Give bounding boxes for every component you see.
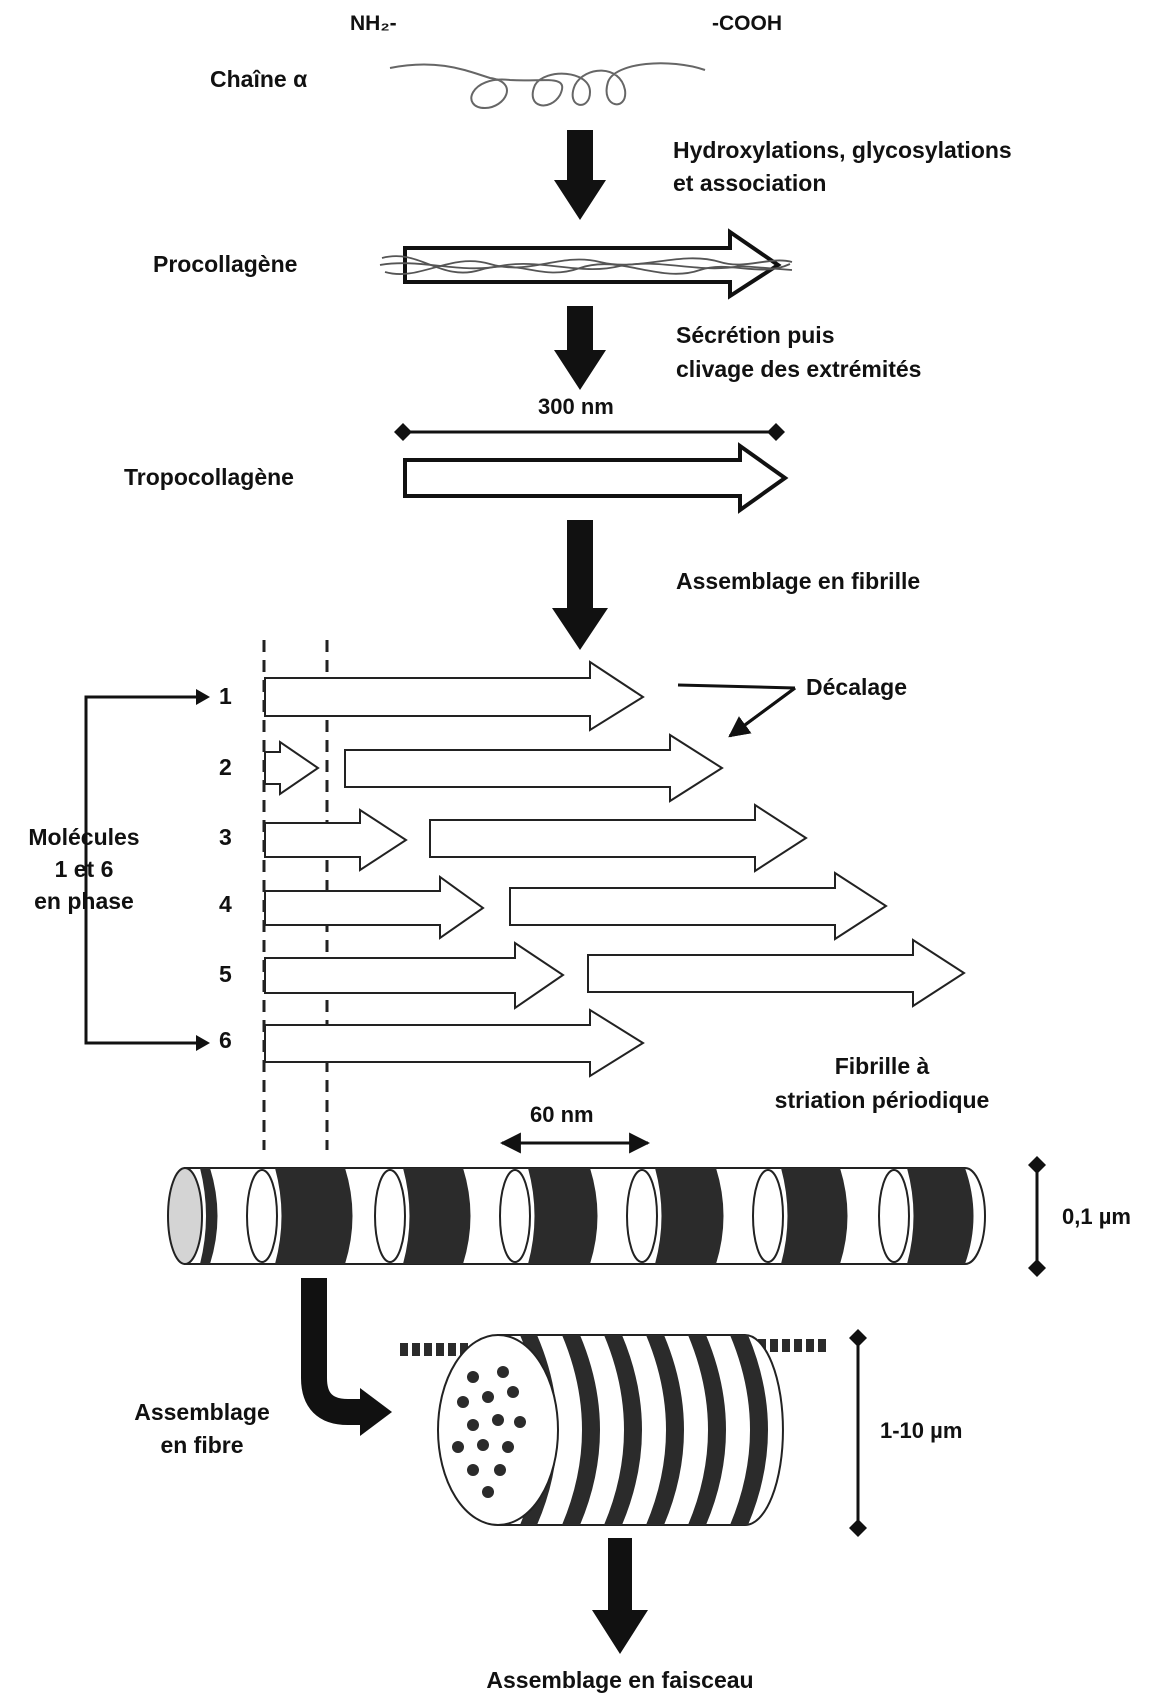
molecule-2b (344, 733, 724, 803)
row-number-5: 5 (219, 961, 232, 987)
offset-pointer-lower (728, 686, 796, 738)
nh2-label: NH₂- (350, 12, 397, 35)
row-number-2: 2 (219, 754, 232, 780)
molecule-2a (264, 740, 320, 796)
tropocollagen-label: Tropocollagène (124, 464, 294, 490)
diam-fibre-label: 1-10 µm (880, 1418, 962, 1443)
chain-alpha-label: Chaîne α (210, 66, 307, 92)
step3-label: Assemblage en fibrille (676, 568, 920, 594)
fibril-line1: Fibrille à (835, 1053, 930, 1079)
fibril-line2: striation périodique (775, 1087, 990, 1113)
row-number-4: 4 (219, 891, 232, 917)
molecule-6 (264, 1008, 645, 1078)
procollagen-arrow (379, 228, 793, 300)
molecules-line2: 1 et 6 (55, 856, 114, 882)
length-300-label: 300 nm (538, 394, 614, 419)
step2-line2: clivage des extrémités (676, 356, 921, 382)
molecule-4a (264, 875, 485, 940)
procollagen-label: Procollagène (153, 251, 297, 277)
step4-line2: en fibre (160, 1432, 243, 1458)
molecules-line1: Molécules (28, 824, 139, 850)
step5-label: Assemblage en faisceau (486, 1667, 753, 1693)
striated-fibril (167, 1167, 986, 1265)
molecules-line3: en phase (34, 888, 134, 914)
period-60-label: 60 nm (530, 1102, 594, 1127)
molecule-3a (264, 808, 408, 872)
row-number-1: 1 (219, 683, 232, 709)
molecule-5b (587, 938, 966, 1008)
phase-bracket-head-bottom (196, 1035, 210, 1051)
molecule-5a (264, 941, 565, 1010)
molecule-4b (509, 871, 888, 941)
step4-line1: Assemblage (134, 1399, 270, 1425)
alpha-chain-coil (389, 62, 706, 110)
step1-line2: et association (673, 170, 826, 196)
bent-arrow-head (360, 1388, 392, 1436)
phase-bracket (84, 695, 198, 1045)
offset-pointer (677, 683, 796, 736)
down-arrow-5 (592, 1538, 648, 1654)
down-arrow-3 (552, 520, 608, 650)
step1-line1: Hydroxylations, glycosylations (673, 137, 1012, 163)
step2-line1: Sécrétion puis (676, 322, 834, 348)
cooh-label: -COOH (712, 12, 782, 35)
molecule-1 (264, 660, 645, 732)
molecule-3b (429, 803, 808, 873)
row-number-6: 6 (219, 1027, 232, 1053)
down-arrow-1 (554, 130, 606, 220)
collagen-fibre (400, 1334, 826, 1526)
offset-label: Décalage (806, 674, 907, 700)
phase-bracket-head-top (196, 689, 210, 705)
bent-arrow (301, 1278, 362, 1425)
down-arrow-2 (554, 306, 606, 390)
diam-fibril-label: 0,1 µm (1062, 1204, 1131, 1229)
tropocollagen-arrow (403, 442, 789, 514)
row-number-3: 3 (219, 824, 232, 850)
